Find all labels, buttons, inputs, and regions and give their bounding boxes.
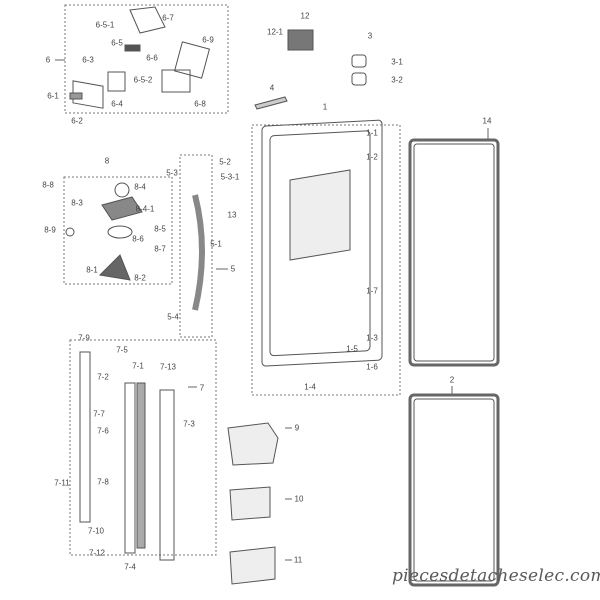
- callout-10: 10: [294, 494, 304, 504]
- callout-4: 4: [269, 83, 275, 93]
- callout-7-2: 7-2: [97, 372, 109, 382]
- part-3-1: [351, 54, 367, 68]
- callout-7-10: 7-10: [87, 526, 105, 536]
- callout-7-5: 7-5: [116, 345, 128, 355]
- callout-7-9: 7-9: [78, 333, 90, 343]
- part-group-6: [69, 6, 211, 109]
- callout-12-1: 12-1: [266, 27, 284, 37]
- callout-7-7: 7-7: [93, 409, 105, 419]
- callout-11: 11: [293, 555, 303, 565]
- part-3-2: [351, 72, 367, 86]
- callout-3-1: 3-1: [391, 57, 403, 67]
- part-6-7: [129, 6, 166, 34]
- callout-5-3: 5-3: [166, 168, 178, 178]
- callout-6-7: 6-7: [162, 13, 174, 23]
- callout-6-1: 6-1: [47, 91, 59, 101]
- leader-lines: [55, 59, 489, 561]
- part-handle-5-1: [192, 194, 205, 311]
- callout-7-4: 7-4: [124, 562, 136, 572]
- callout-7-6: 7-6: [97, 426, 109, 436]
- callout-6-9: 6-9: [202, 35, 214, 45]
- part-6-1: [69, 92, 83, 100]
- callout-8-4-1: 8-4-1: [135, 204, 155, 214]
- group-box-6: [64, 4, 229, 114]
- part-7-1: [136, 382, 146, 549]
- part-group-7: [79, 351, 175, 561]
- callout-1-2: 1-2: [366, 152, 378, 162]
- group-boxes: [63, 4, 401, 556]
- callout-13: 13: [227, 210, 237, 220]
- callout-1-7: 1-7: [366, 286, 378, 296]
- callout-3: 3: [367, 31, 373, 41]
- callout-6-3: 6-3: [82, 55, 94, 65]
- callout-8-7: 8-7: [154, 244, 166, 254]
- callout-8-5: 8-5: [154, 224, 166, 234]
- callout-8-1: 8-1: [86, 265, 98, 275]
- callout-8-2: 8-2: [134, 273, 146, 283]
- callout-1-5: 1-5: [346, 344, 358, 354]
- callout-5-4: 5-4: [167, 312, 179, 322]
- callout-8-4: 8-4: [134, 182, 146, 192]
- part-6-4: [107, 71, 126, 92]
- callout-8: 8: [104, 156, 110, 166]
- callout-6-6: 6-6: [146, 53, 158, 63]
- callout-1-3: 1-3: [366, 333, 378, 343]
- callout-7-8: 7-8: [97, 477, 109, 487]
- callout-2: 2: [449, 375, 455, 385]
- callout-5-1: 5-1: [210, 239, 222, 249]
- part-12: [287, 29, 314, 51]
- callout-1: 1: [322, 102, 328, 112]
- part-6-3: [72, 80, 104, 109]
- callout-6-8: 6-8: [194, 99, 206, 109]
- part-6-8: [161, 69, 191, 93]
- callout-7: 7: [199, 383, 205, 393]
- part-gasket-2-inner: [413, 398, 495, 582]
- callout-8-8: 8-8: [42, 180, 54, 190]
- part-gasket-2: [408, 393, 500, 587]
- part-6-9: [173, 41, 211, 79]
- callout-6-5-2: 6-5-2: [133, 75, 153, 85]
- callout-5: 5: [230, 264, 236, 274]
- callout-7-13: 7-13: [159, 362, 177, 372]
- part-gasket-14-inner: [413, 143, 495, 362]
- part-7-4: [124, 382, 136, 554]
- part-bin-9: [227, 422, 279, 466]
- callout-6-4: 6-4: [111, 99, 123, 109]
- part-group-8: [65, 182, 143, 281]
- callout-8-6: 8-6: [132, 234, 144, 244]
- part-6-6: [124, 44, 141, 52]
- callout-3-2: 3-2: [391, 75, 403, 85]
- callout-8-3: 8-3: [71, 198, 83, 208]
- part-gasket-14: [408, 138, 500, 367]
- callout-6-5: 6-5: [111, 38, 123, 48]
- callout-7-1: 7-1: [132, 361, 144, 371]
- part-bin-11: [229, 546, 276, 585]
- callout-8-9: 8-9: [44, 225, 56, 235]
- callout-7-11: 7-11: [54, 478, 70, 488]
- callout-6-5-1: 6-5-1: [95, 20, 115, 30]
- callout-7-3: 7-3: [183, 419, 195, 429]
- group-box-5: [179, 154, 213, 338]
- callout-1-6: 1-6: [366, 362, 378, 372]
- part-7-9: [79, 351, 91, 523]
- part-door-1: [261, 119, 383, 367]
- callout-5-3-1: 5-3-1: [220, 172, 240, 182]
- callout-7-12: 7-12: [88, 548, 106, 558]
- group-box-1: [251, 124, 401, 396]
- callout-6-2: 6-2: [71, 116, 83, 126]
- part-bin-10: [229, 486, 271, 521]
- callout-1-1: 1-1: [366, 128, 378, 138]
- callout-12: 12: [300, 11, 310, 21]
- group-box-7: [69, 339, 217, 556]
- callout-5-2: 5-2: [219, 157, 231, 167]
- callout-6: 6: [45, 55, 51, 65]
- part-7-3: [159, 389, 175, 561]
- callout-9: 9: [294, 423, 300, 433]
- callout-14: 14: [482, 116, 492, 126]
- callout-1-4: 1-4: [304, 382, 316, 392]
- group-box-8: [63, 176, 173, 285]
- part-4: [254, 96, 288, 110]
- watermark: piecesdetacheselec.com: [392, 566, 600, 586]
